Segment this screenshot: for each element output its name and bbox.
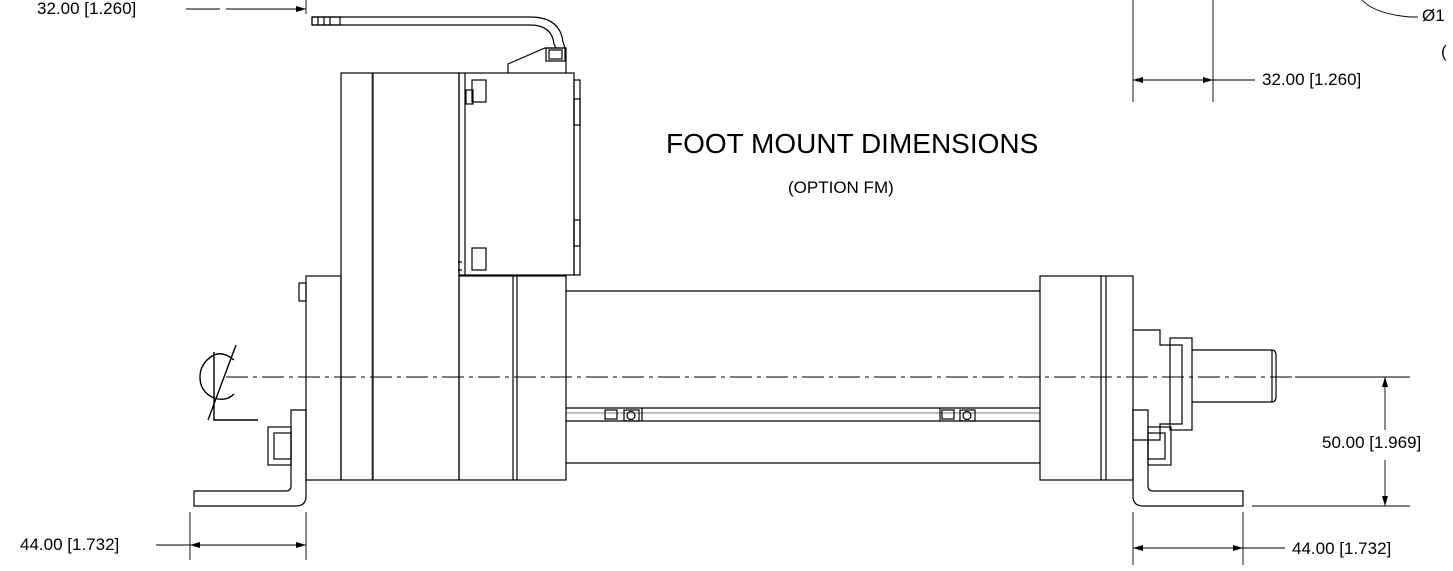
extension-lines xyxy=(189,0,1410,565)
right-foot-bracket xyxy=(1132,409,1244,507)
dimension-height-right: 50.00 [1.969] xyxy=(1322,433,1422,452)
dimension-top-left: 32.00 [1.260] xyxy=(37,0,137,18)
dimension-bottom-right: 44.00 [1.732] xyxy=(1292,539,1392,558)
cylinder-tube xyxy=(566,290,1040,464)
drawing-title: FOOT MOUNT DIMENSIONS xyxy=(666,128,1039,159)
dimension-arrows xyxy=(156,0,1418,551)
dimension-diameter-partial: Ø1 xyxy=(1422,6,1445,25)
dimension-top-right: 32.00 [1.260] xyxy=(1262,70,1362,89)
dimension-bottom-left: 44.00 [1.732] xyxy=(20,535,120,554)
cable-connector xyxy=(311,16,567,73)
drawing-subtitle: (OPTION FM) xyxy=(788,178,894,197)
right-end-block xyxy=(1039,275,1134,481)
dimension-paren-partial: ( xyxy=(1441,42,1447,61)
centerline-symbol xyxy=(199,344,258,421)
left-end-block xyxy=(298,275,567,481)
left-foot-bracket xyxy=(193,409,307,507)
rod-end xyxy=(1133,329,1277,441)
